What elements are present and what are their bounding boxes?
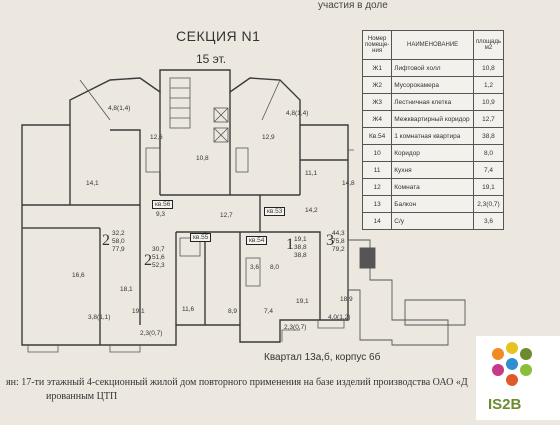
legend-header-area: площадь м2 <box>472 30 505 60</box>
room-area-label: 14,1 <box>86 180 99 187</box>
room-area-label: 2,3(0,7) <box>284 324 307 331</box>
top-note: участия в доле <box>318 0 388 11</box>
apartment-rooms-number: 3 <box>326 232 334 249</box>
apartment-tag-54: кв.54 <box>246 236 268 245</box>
room-area-label: 11,1 <box>305 170 318 177</box>
room-area-label: 32,2 58,0 77,9 <box>112 230 125 253</box>
room-area-label: 19,1 <box>296 298 309 305</box>
room-area-label: 44,3 75,8 79,2 <box>332 230 345 253</box>
room-area-label: 11,6 <box>182 306 195 313</box>
room-area-label: 18,9 <box>340 296 353 303</box>
apartment-tag-56: кв.56 <box>152 200 174 209</box>
room-area-label: 8,9 <box>228 308 238 315</box>
room-area-label: 16,6 <box>72 272 85 279</box>
legend-header-row: Номер помеще- ния НАИМЕНОВАНИЕ площадь м… <box>361 30 505 60</box>
footer-text: ян: 17-ти этажный 4-секционный жилой дом… <box>0 376 560 404</box>
room-legend-table: Номер помеще- ния НАИМЕНОВАНИЕ площадь м… <box>361 30 505 230</box>
room-area-label: 4,8(1,4) <box>108 105 131 112</box>
room-area-label: 19,1 <box>132 308 145 315</box>
footer-line-2: ированным ЦТП <box>46 391 118 402</box>
room-area-label: 4,0(1,2) <box>328 314 351 321</box>
apartment-tag-53: кв.53 <box>264 207 286 216</box>
room-area-label: 9,3 <box>156 211 166 218</box>
room-area-label: 3,6 <box>250 264 260 271</box>
room-area-label: 4,8(1,4) <box>286 110 309 117</box>
apartment-rooms-number: 2 <box>102 232 110 249</box>
building-caption: Квартал 13а,б, корпус 6б <box>264 352 381 363</box>
room-area-label: 14,2 <box>305 207 318 214</box>
apartment-rooms-number: 2 <box>144 252 152 269</box>
logo-wordmark: IS2B <box>488 396 522 413</box>
legend-header-num: Номер помеще- ния <box>361 30 393 60</box>
room-area-label: 18,1 <box>120 286 133 293</box>
room-area-label: 14,8 <box>342 180 355 187</box>
room-area-label: 10,8 <box>196 155 209 162</box>
is2b-logo <box>476 336 560 420</box>
room-area-label: 2,3(0,7) <box>140 330 163 337</box>
section-title: СЕКЦИЯ N1 <box>176 28 261 44</box>
room-area-label: 7,4 <box>264 308 274 315</box>
room-area-label: 3,8(1,1) <box>88 314 111 321</box>
legend-header-name: НАИМЕНОВАНИЕ <box>391 30 474 60</box>
room-area-label: 12,9 <box>262 134 275 141</box>
room-area-label: 19,1 38,8 38,8 <box>294 236 307 259</box>
apartment-rooms-number: 1 <box>286 236 294 253</box>
room-area-label: 30,7 51,6 52,3 <box>152 246 165 269</box>
room-area-label: 12,6 <box>150 134 163 141</box>
floor-count: 15 эт. <box>196 52 227 66</box>
footer-line-1: ян: 17-ти этажный 4-секционный жилой дом… <box>6 377 468 388</box>
apartment-tag-55: кв.55 <box>190 233 212 242</box>
room-area-label: 8,0 <box>270 264 280 271</box>
room-area-label: 12,7 <box>220 212 233 219</box>
